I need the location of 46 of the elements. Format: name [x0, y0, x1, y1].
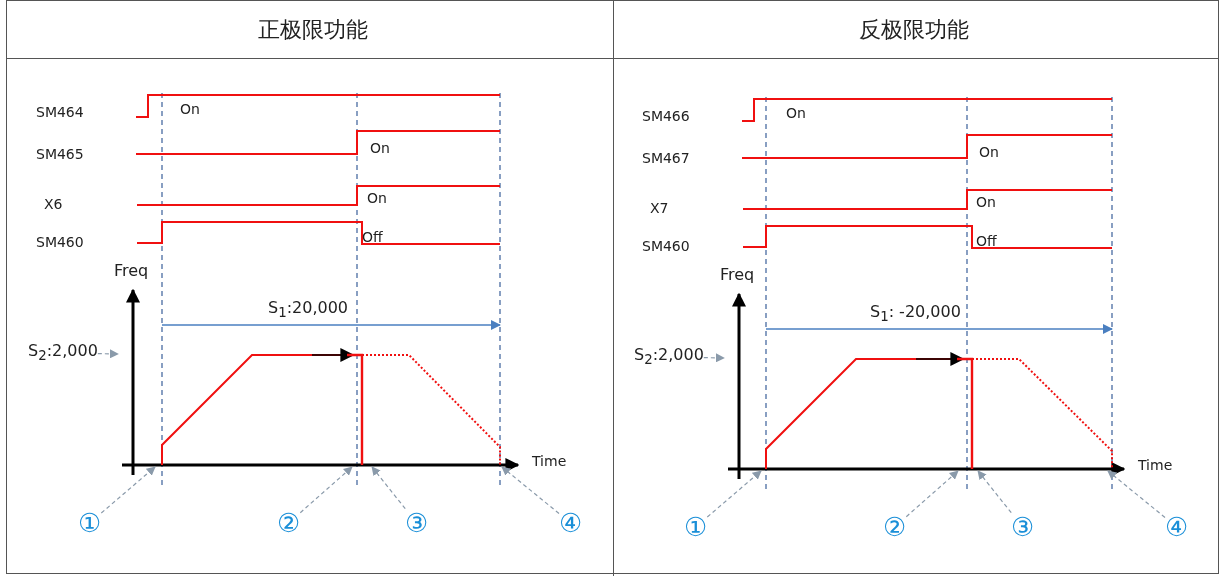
signal-name: SM465	[36, 147, 84, 163]
callout-number: ①	[78, 508, 102, 538]
state-label: On	[979, 145, 999, 161]
setpoint-label: S$_{2}$:2,000	[634, 346, 704, 368]
state-label: On	[370, 141, 390, 157]
leader-line	[703, 353, 725, 363]
leader-line	[706, 470, 762, 518]
signal-name: X6	[44, 197, 63, 213]
state-label: On	[976, 195, 996, 211]
frequency-profile	[765, 352, 1113, 470]
axis-label: Time	[532, 454, 567, 470]
state-label: Off	[976, 234, 997, 250]
axis-label: Freq	[720, 266, 755, 284]
signal-name: SM460	[36, 235, 84, 251]
signal-name: SM464	[36, 105, 84, 121]
state-label: On	[786, 106, 806, 122]
callout-number: ③	[405, 508, 429, 538]
range-label: S$_{1}$: -20,000	[870, 303, 961, 325]
table-header-cell: 反极限功能	[859, 17, 969, 43]
leader-line	[905, 470, 959, 518]
leader-line	[97, 349, 119, 359]
leader-line	[1107, 470, 1166, 519]
leader-line	[977, 470, 1012, 514]
leader-line	[100, 466, 156, 514]
leader-line	[371, 466, 406, 510]
axis-label: Freq	[114, 262, 149, 280]
callout-number: ②	[883, 512, 907, 542]
signal-name: SM460	[642, 239, 690, 255]
leader-line	[501, 466, 560, 515]
setpoint-label: S$_{2}$:2,000	[28, 342, 98, 364]
frequency-profile	[161, 348, 501, 466]
state-label: Off	[362, 230, 383, 246]
state-label: On	[367, 191, 387, 207]
callout-number: ②	[277, 508, 301, 538]
range-label: S$_{1}$:20,000	[268, 299, 348, 321]
signal-name: SM466	[642, 109, 690, 125]
callout-number: ④	[559, 508, 583, 538]
state-label: On	[180, 102, 200, 118]
axis-label: Time	[1138, 458, 1173, 474]
callout-number: ①	[684, 512, 708, 542]
callout-number: ③	[1011, 512, 1035, 542]
leader-line	[299, 466, 353, 514]
table-header-cell: 正极限功能	[258, 17, 368, 43]
signal-name: SM467	[642, 151, 690, 167]
signal-name: X7	[650, 201, 669, 217]
callout-number: ④	[1165, 512, 1189, 542]
